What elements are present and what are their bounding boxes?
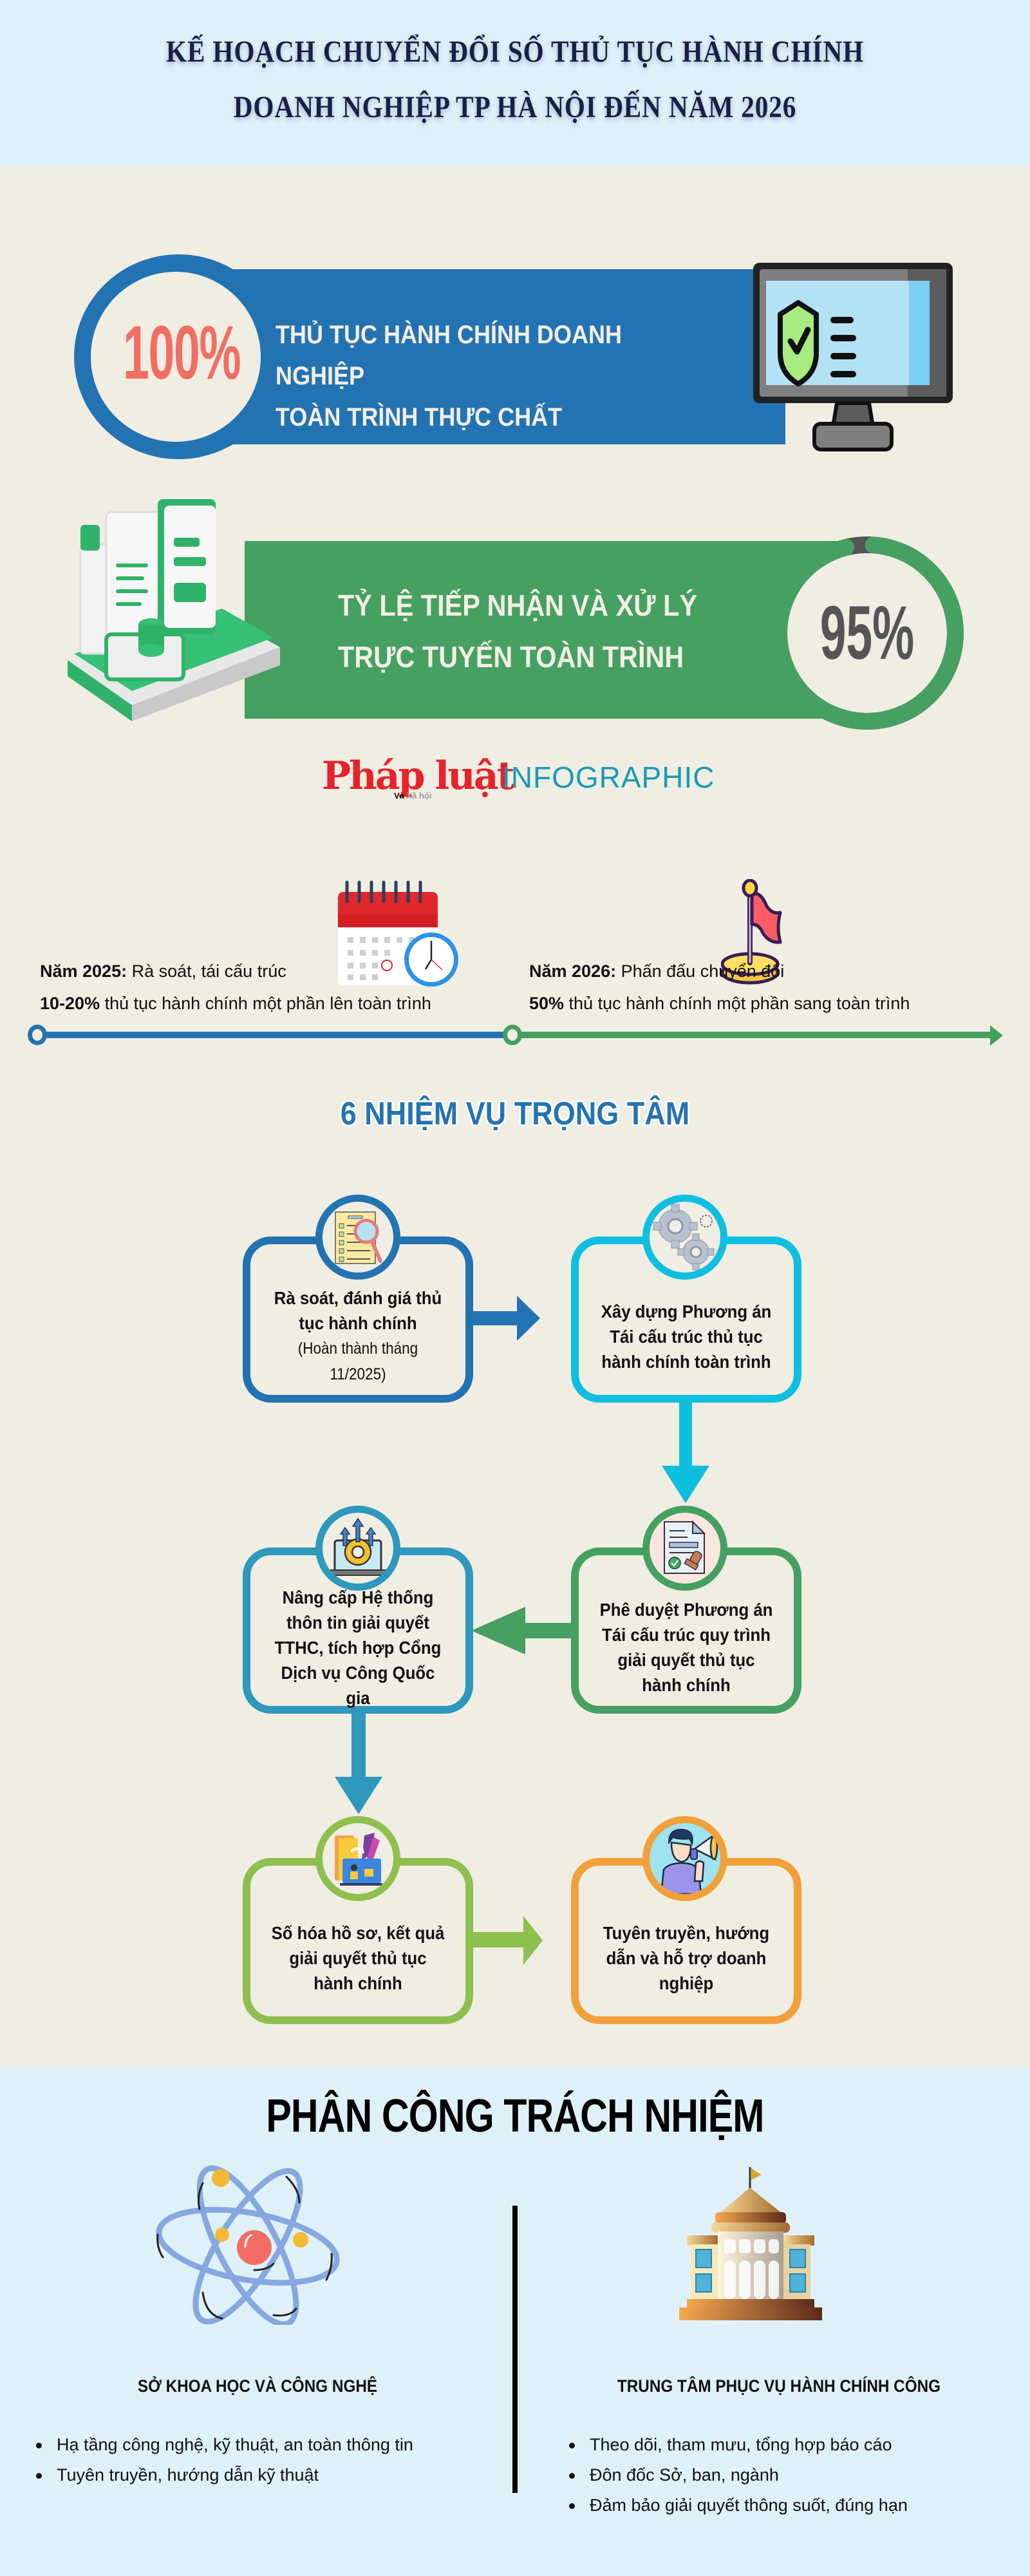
duty-item: Đôn đốc Sở, ban, ngành <box>566 2460 1017 2490</box>
timeline-2025-line-1: Năm 2025: Rà soát, tái cấu trúc <box>40 961 286 981</box>
stat-100-band <box>219 269 785 444</box>
stat-95-label-line-2: TRỰC TUYẾN TOÀN TRÌNH <box>338 640 684 674</box>
duty-item: Tuyên truyền, hướng dẫn kỹ thuật <box>33 2460 497 2490</box>
task-card-2: Xây dựng Phương án Tái cấu trúc thủ tục … <box>571 1236 801 1403</box>
responsibilities-title: PHÂN CÔNG TRÁCH NHIỆM <box>266 2090 764 2142</box>
flow-arrow-1-2 <box>473 1311 518 1325</box>
page-title: KẾ HOẠCH CHUYỂN ĐỔI SỐ THỦ TỤC HÀNH CHÍN… <box>72 24 958 135</box>
timeline-2026-line-2: 50% thủ tục hành chính một phần sang toà… <box>529 994 910 1013</box>
atom-icon <box>156 2165 340 2325</box>
monitor-shield-icon <box>753 263 953 451</box>
stat-95-progress-ring <box>771 536 964 730</box>
duty-item: Hạ tầng công nghệ, kỹ thuật, an toàn thô… <box>33 2430 497 2460</box>
task-title: Số hóa hồ sơ, kết quả giải quyết thủ tục… <box>271 1922 445 1993</box>
arrow-right-icon <box>517 1296 540 1341</box>
timeline-2025: Năm 2025: Rà soát, tái cấu trúc 10-20% t… <box>40 955 503 1019</box>
flow-arrow-5-6 <box>473 1932 525 1947</box>
stat-95-band <box>245 541 837 719</box>
documents-illustration <box>68 499 280 721</box>
duty-item: Theo dõi, tham mưu, tổng hợp báo cáo <box>566 2430 1017 2460</box>
arrow-down-icon <box>662 1466 709 1503</box>
stat-95-value: 95% <box>819 591 915 676</box>
timeline-arrow-icon <box>990 1025 1003 1046</box>
timeline-2025-line-2: 10-20% thủ tục hành chính một phần lên t… <box>40 994 431 1013</box>
column-divider <box>512 2206 518 2493</box>
timeline-segment-2026 <box>515 1032 990 1038</box>
digitize-files-icon <box>335 1833 382 1886</box>
stat-100-label-line-2: TOÀN TRÌNH THỰC CHẤT <box>276 403 563 431</box>
timeline-2026-line-1: Năm 2026: Phấn đấu chuyển đổi <box>529 961 785 981</box>
tasks-section-title: 6 NHIỆM VỤ TRỌNG TÂM <box>340 1095 690 1132</box>
stat-100-label: THỦ TỤC HÀNH CHÍNH DOANH NGHIỆP TOÀN TRÌ… <box>276 314 716 438</box>
flow-arrow-4-5 <box>351 1714 366 1778</box>
duty-item: Đảm bảo giải quyết thông suốt, đúng hạn <box>566 2490 1017 2521</box>
megaphone-person-icon <box>660 1828 718 1894</box>
government-building-icon <box>679 2167 822 2320</box>
checklist-magnifier-icon <box>335 1211 382 1264</box>
arrow-right-icon <box>523 1916 543 1965</box>
department-name: SỞ KHOA HỌC VÀ CÔNG NGHỆ <box>137 2376 378 2396</box>
calendar-clock-icon <box>338 880 458 987</box>
arrow-down-icon <box>335 1777 382 1814</box>
task-note: (Hoàn thành tháng 11/2025) <box>297 1340 418 1383</box>
approved-document-stamp-icon <box>664 1520 706 1574</box>
page-title-line-2: DOANH NGHIỆP TP HÀ NỘI ĐẾN NĂM 2026 <box>233 90 797 124</box>
logo-subtitle: Và Xã hội <box>394 791 432 800</box>
task-card-4: Nâng cấp Hệ thống thôn tin giải quyết TT… <box>243 1548 473 1714</box>
task-title: Tuyên truyền, hướng dẫn và hỗ trợ doanh … <box>603 1922 770 1993</box>
timeline-node-2025 <box>28 1025 47 1045</box>
task-title: Phê duyệt Phương án Tái cấu trúc quy trì… <box>599 1600 773 1695</box>
stat-100-value: 100% <box>123 310 241 395</box>
timeline-node-2026 <box>503 1025 522 1045</box>
timeline-segment-2025 <box>37 1032 510 1038</box>
stat-95-label: TỶ LỆ TIẾP NHẬN VÀ XỬ LÝ TRỰC TUYẾN TOÀN… <box>338 580 744 683</box>
task-icon-frame-4 <box>315 1506 400 1591</box>
laptop-gear-upgrade-icon <box>329 1517 387 1576</box>
task-title: Xây dựng Phương án Tái cấu trúc thủ tục … <box>601 1301 772 1372</box>
task-title: Rà soát, đánh giá thủ tục hành chính <box>274 1288 442 1333</box>
timeline-2026: Năm 2026: Phấn đấu chuyển đổi 50% thủ tụ… <box>529 955 1018 1019</box>
publisher-logo: Pháp luật Và Xã hội INFOGRAPHIC <box>322 753 714 805</box>
task-title: Nâng cấp Hệ thống thôn tin giải quyết TT… <box>274 1587 442 1708</box>
task-icon-frame-2 <box>642 1195 727 1280</box>
logo-infographic-label: INFOGRAPHIC <box>502 761 715 794</box>
duties-list-public-service-center: Theo dõi, tham mưu, tổng hợp báo cáo Đôn… <box>566 2430 1017 2521</box>
logo-brand: Pháp luật <box>322 753 514 799</box>
flow-arrow-2-3 <box>679 1403 692 1467</box>
duties-list-science-tech: Hạ tầng công nghệ, kỹ thuật, an toàn thô… <box>33 2430 497 2490</box>
department-name: TRUNG TÂM PHỤC VỤ HÀNH CHÍNH CÔNG <box>617 2376 941 2396</box>
stat-100-label-line-1: THỦ TỤC HÀNH CHÍNH DOANH NGHIỆP <box>276 321 622 390</box>
task-icon-frame-3 <box>642 1506 727 1591</box>
flow-arrow-3-4 <box>525 1623 571 1638</box>
gears-icon <box>653 1204 715 1271</box>
stat-95-label-line-1: TỶ LỆ TIẾP NHẬN VÀ XỬ LÝ <box>338 589 698 622</box>
page-title-line-1: KẾ HOẠCH CHUYỂN ĐỔI SỐ THỦ TỤC HÀNH CHÍN… <box>165 35 865 69</box>
task-icon-frame-1 <box>315 1195 400 1280</box>
arrow-left-icon <box>471 1607 525 1654</box>
task-icon-frame-5 <box>315 1816 400 1901</box>
header-banner <box>0 0 1030 167</box>
stat-100-ring-inner <box>91 272 261 442</box>
task-icon-frame-6 <box>642 1816 727 1901</box>
flag-icon <box>721 879 782 985</box>
